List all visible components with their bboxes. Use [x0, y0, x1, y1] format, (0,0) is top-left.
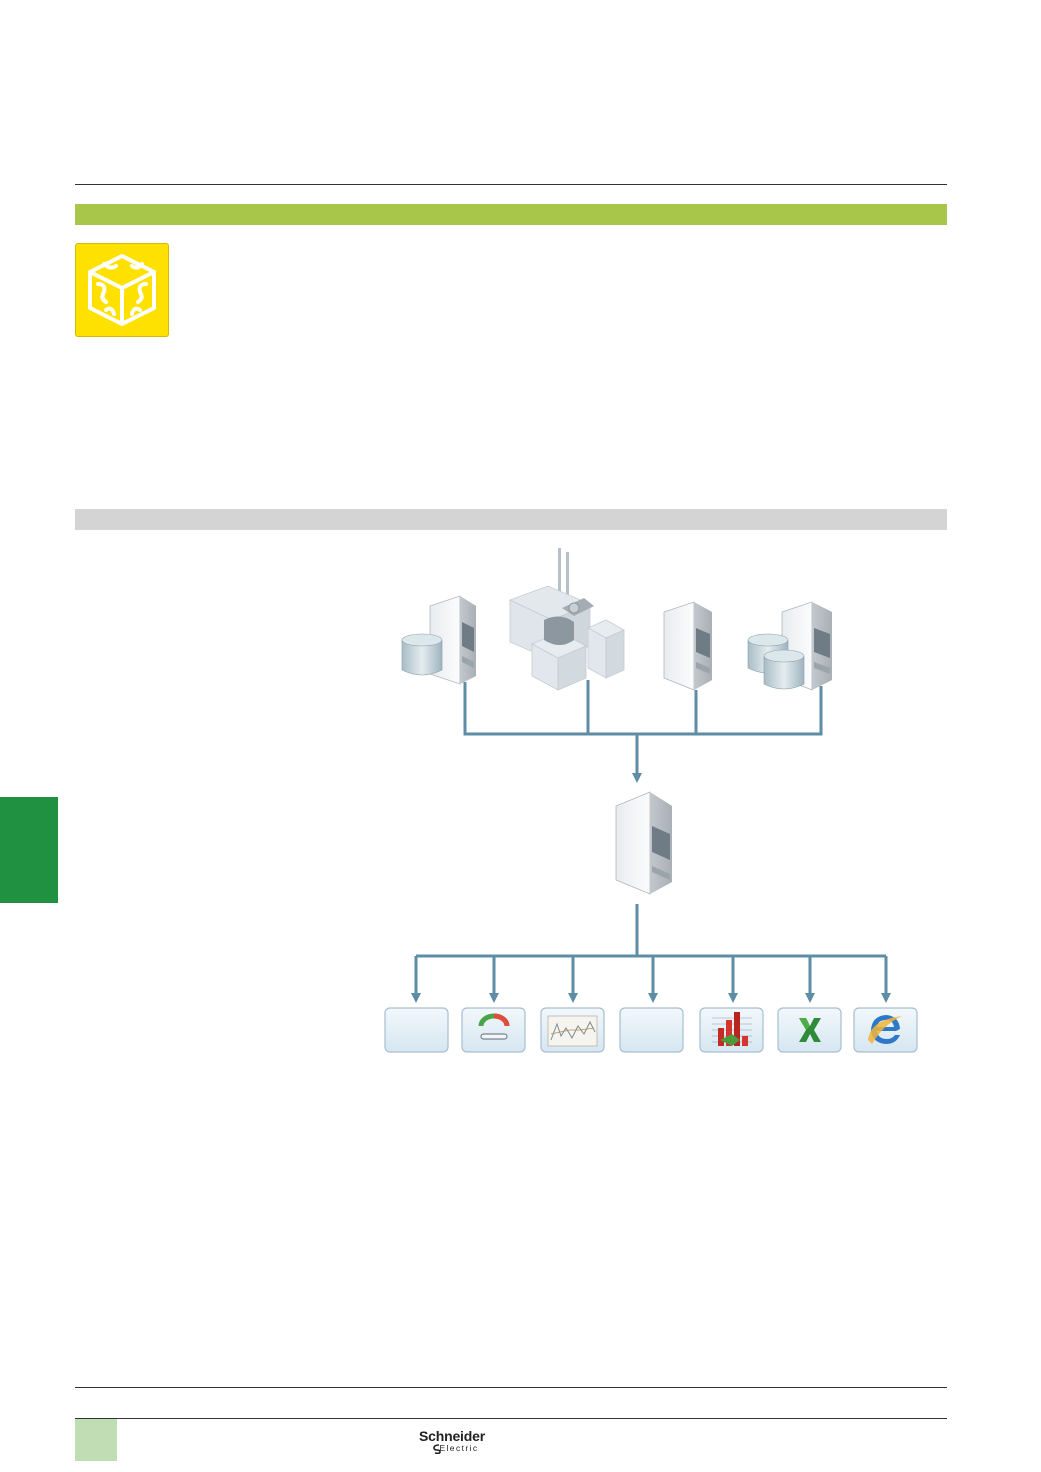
- footer-rule-lower: [75, 1418, 947, 1419]
- brand-sub: Electric: [439, 1443, 479, 1453]
- schneider-electric-logo: Schneider Electric: [412, 1429, 492, 1457]
- central-server-icon: [615, 791, 672, 895]
- blank-client-icon: [384, 1007, 449, 1053]
- bar-chart-icon: [699, 1007, 764, 1053]
- chapter-side-tab: [0, 797, 58, 903]
- footer-rule-upper: [75, 1387, 947, 1388]
- gauge-dashboard-icon: [461, 1007, 526, 1053]
- client-connector: [411, 904, 891, 1003]
- trend-chart-icon: [540, 1007, 605, 1053]
- industrial-plant-icon: [508, 548, 625, 691]
- puzzle-cube-icon: [75, 243, 169, 337]
- database-server-icon: [401, 595, 476, 685]
- page-number-tab: [75, 1419, 117, 1461]
- architecture-diagram: [384, 548, 918, 1053]
- internet-explorer-icon: [853, 1007, 918, 1053]
- brand-name: Schneider: [419, 1428, 485, 1444]
- dual-database-server-icon: [747, 601, 832, 691]
- server-icon: [663, 601, 712, 691]
- life-is-on-icon: [433, 1444, 441, 1454]
- subsection-band: [75, 509, 947, 530]
- header-rule: [75, 184, 947, 185]
- source-connector: [463, 680, 823, 783]
- blank-client-icon: [619, 1007, 684, 1053]
- excel-icon: [777, 1007, 842, 1053]
- section-header-band: [75, 204, 947, 225]
